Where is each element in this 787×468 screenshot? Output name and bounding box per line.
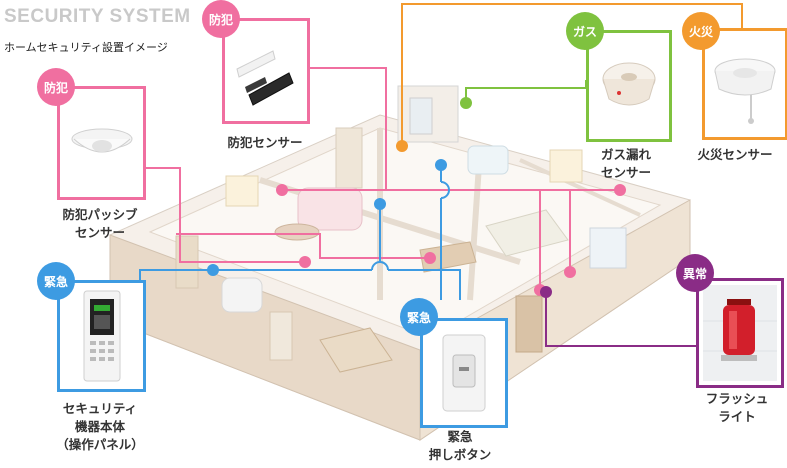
flash-light-card xyxy=(696,278,784,388)
smoke-detector-icon xyxy=(714,58,776,124)
flash-light-dot xyxy=(540,286,552,298)
control-panel-badge: 緊急 xyxy=(37,262,75,300)
connection-dots xyxy=(207,97,626,298)
fire-sensor-card xyxy=(702,28,787,140)
connection-lines xyxy=(139,3,743,347)
control-panel-line-2 xyxy=(388,269,461,300)
fire-sensor-dot xyxy=(396,140,408,152)
crime-sensor-dot xyxy=(299,256,311,268)
crime-sensor-dot xyxy=(276,184,288,196)
page-subtitle: ホームセキュリティ設置イメージ xyxy=(4,41,168,54)
emergency-dot xyxy=(374,198,386,210)
crime-sensor-line-3 xyxy=(176,233,430,259)
gas-detector-icon xyxy=(602,62,656,106)
emergency-button-card xyxy=(420,318,508,428)
gas-sensor-badge: ガス xyxy=(566,12,604,50)
passive-sensor-line xyxy=(140,167,305,263)
fire-sensor-line xyxy=(401,3,743,146)
push-button-icon xyxy=(442,334,486,412)
fire-sensor-label: 火災センサー xyxy=(697,147,773,162)
emergency-dot xyxy=(207,264,219,276)
passive-sensor-badge: 防犯 xyxy=(37,68,75,106)
crime-sensor-badge: 防犯 xyxy=(202,0,240,38)
crime-sensor-dot xyxy=(564,266,576,278)
flash-light-icon xyxy=(703,285,777,381)
gas-sensor-card xyxy=(586,30,672,142)
passive-sensor-card xyxy=(57,86,146,200)
emergency-button-badge: 緊急 xyxy=(400,298,438,336)
passive-sensor-label: 防犯パッシブ センサー xyxy=(62,207,138,240)
control-panel-icon xyxy=(83,290,121,382)
flash-light-badge: 異常 xyxy=(676,254,714,292)
flash-light-label: フラッシュ ライト xyxy=(705,391,769,424)
door-window-magnet-sensor-icon xyxy=(236,50,294,106)
gas-sensor-dot xyxy=(460,97,472,109)
crime-sensor-dot xyxy=(424,252,436,264)
page-title: SECURITY SYSTEM xyxy=(4,6,191,27)
emergency-line-hop xyxy=(440,181,450,199)
gas-sensor-label: ガス漏れ センサー xyxy=(600,147,651,180)
emergency-button-label: 緊急 押しボタン xyxy=(428,429,492,462)
emergency-dot xyxy=(435,159,447,171)
crime-sensor-card xyxy=(222,18,310,124)
crime-sensor-dot xyxy=(614,184,626,196)
ceiling-pir-sensor-icon xyxy=(71,128,133,153)
control-panel-line-hop xyxy=(371,261,389,271)
crime-sensor-label: 防犯センサー xyxy=(227,135,303,150)
fire-sensor-badge: 火災 xyxy=(682,12,720,50)
control-panel-label: セキュリティ 機器本体 （操作パネル） xyxy=(56,401,144,452)
flash-light-line xyxy=(545,292,696,347)
control-panel-card xyxy=(57,280,146,392)
gas-sensor-line xyxy=(465,80,587,103)
crime-sensor-line xyxy=(304,67,387,190)
